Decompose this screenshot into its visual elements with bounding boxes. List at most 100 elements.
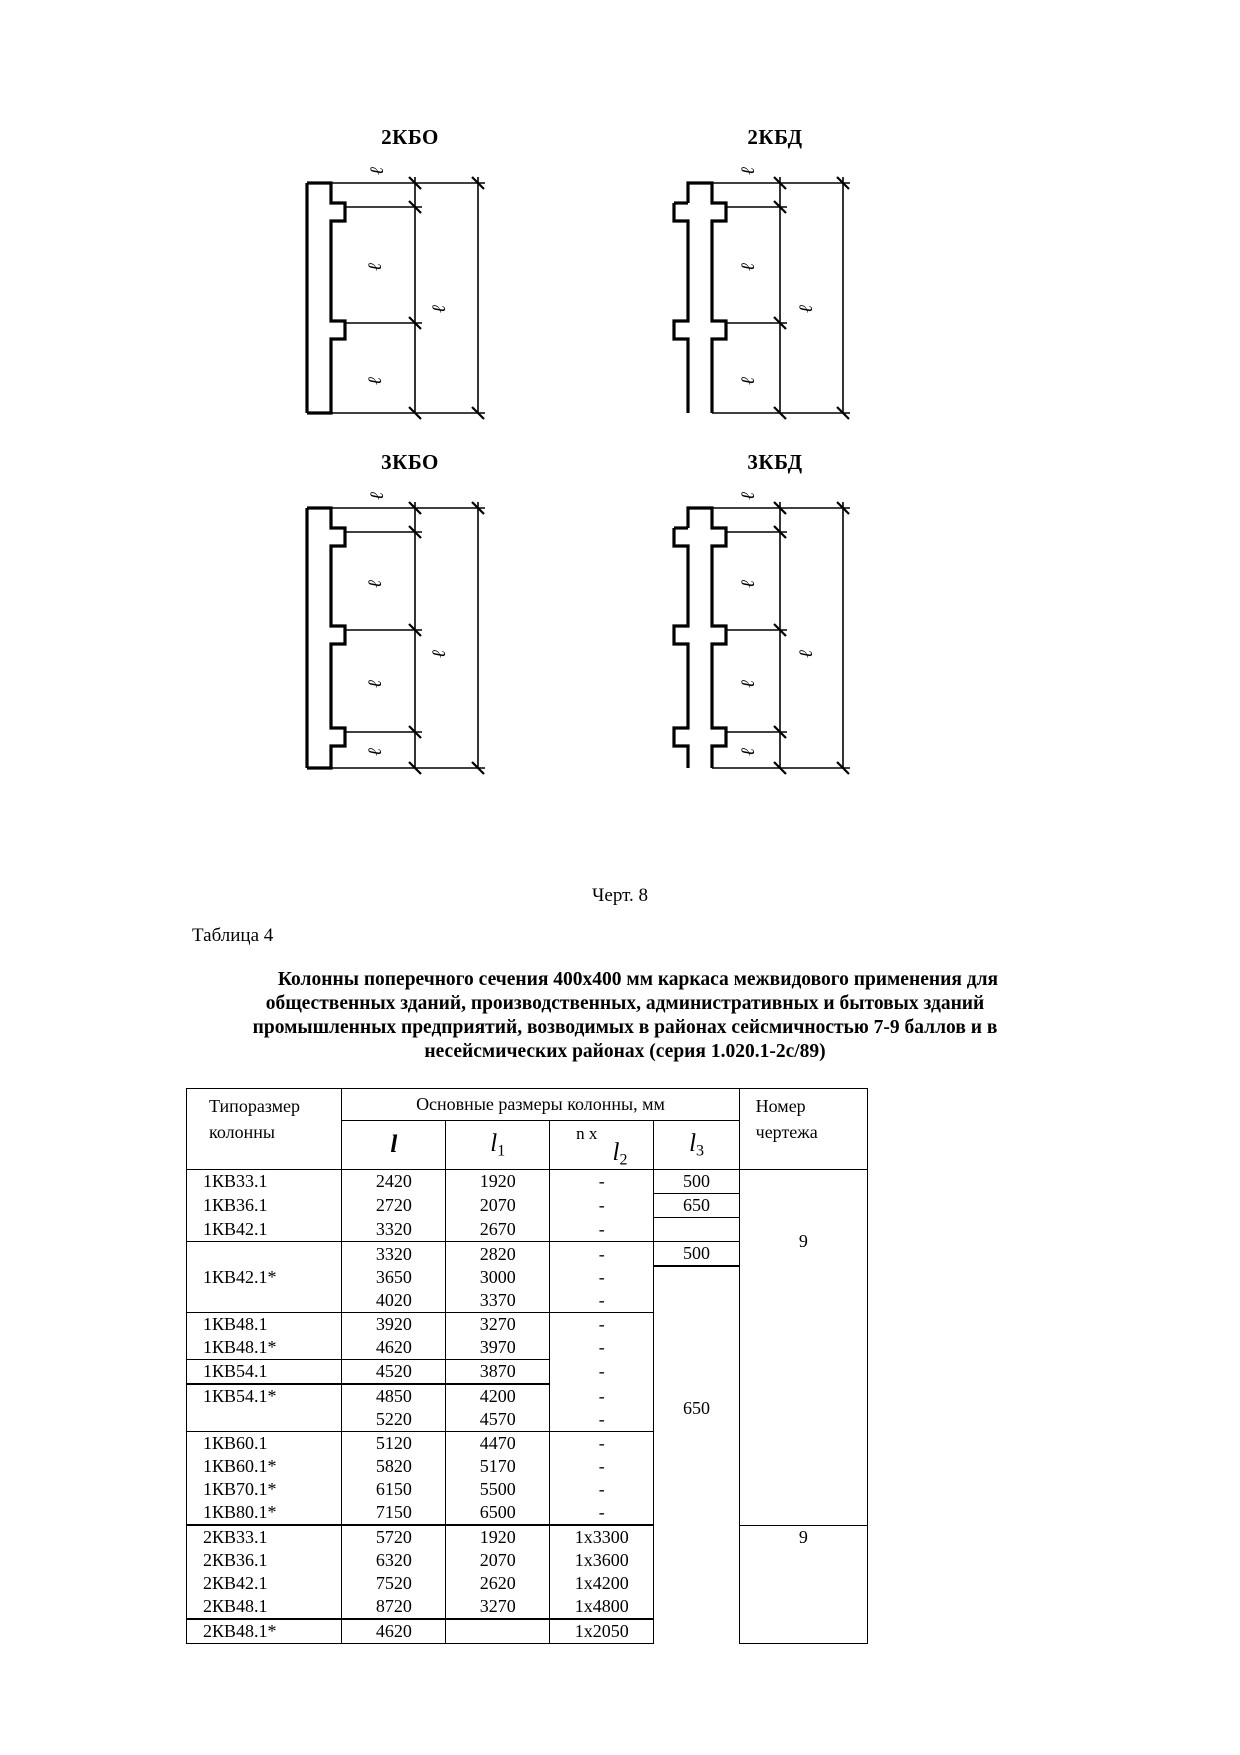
cell-l: 4620	[341, 1618, 447, 1644]
header-cell-typoразмер: Типоразмер колонны	[185, 1088, 343, 1170]
symbol-l3-sub: 3	[696, 1142, 705, 1160]
cell-nx: 1х4200	[549, 1572, 655, 1595]
symbol-l2: l	[612, 1138, 620, 1166]
table-row: 1КВ48.1 3920 3270 -	[185, 1312, 868, 1336]
cell-l: 7150	[341, 1501, 447, 1526]
cell-l: 5820	[341, 1455, 447, 1478]
cell-l1: 1920	[445, 1169, 551, 1194]
cell-l: 4520	[341, 1359, 447, 1385]
symbol-nx: n x	[576, 1123, 598, 1143]
table-header-row-1: Типоразмер колонны Основные размеры коло…	[185, 1087, 869, 1170]
header-cell-nomer: Номер чертежа	[738, 1088, 869, 1170]
table-row: 2КВ48.1 8720 3270 1х4800	[185, 1595, 868, 1620]
table-row: 1КВ36.1 2720 2070 - 650	[185, 1193, 868, 1218]
cell-l1: 5500	[445, 1478, 551, 1501]
cell-l1: 3370	[445, 1289, 551, 1313]
cell-name: 1КВ54.1	[185, 1359, 343, 1385]
dim-label-l2-upper: ℓ	[365, 580, 386, 588]
cell-l1: 4470	[445, 1431, 551, 1455]
figure-3kbo-drawing: ℓ ℓ ℓ ℓ ℓ	[305, 492, 485, 775]
cell-l1: 2620	[445, 1572, 551, 1595]
table-row: 1КВ70.1* 6150 5500 -	[185, 1478, 868, 1501]
cell-drawing-number-2: 9	[738, 1524, 869, 1644]
table-header-row-2: l l1 n x l2 l3	[187, 1120, 868, 1170]
cell-l1: 3870	[445, 1359, 551, 1385]
header-cell-l: l	[341, 1120, 447, 1170]
cell-nx: -	[549, 1336, 655, 1360]
table-row: 5220 4570 -	[187, 1408, 868, 1432]
table-row: 1КВ60.1 5120 4470 -	[185, 1431, 868, 1455]
cell-l1: 3970	[445, 1336, 551, 1360]
cell-l1: 4570	[445, 1408, 551, 1432]
cell-nx: 1х4800	[549, 1595, 655, 1620]
table-row: 1КВ60.1* 5820 5170 -	[185, 1455, 868, 1478]
table-row: 2КВ36.1 6320 2070 1х3600	[185, 1549, 868, 1572]
header-cell-l1: l1	[445, 1120, 551, 1170]
cell-l1: 4200	[445, 1383, 551, 1408]
figure-3kbo-title: 3КБО	[381, 450, 439, 474]
table-title: Колонны поперечного сечения 400х400 мм к…	[180, 968, 1070, 1064]
figure-8-block: 2КБО	[305, 125, 850, 906]
cell-nx: -	[549, 1359, 655, 1384]
header-nomer-line2: чертежа	[755, 1122, 818, 1142]
cell-name: 1КВ42.1	[185, 1217, 343, 1242]
header-nomer-line1: Номер	[755, 1096, 806, 1116]
dim-label-l3: ℓ	[367, 167, 388, 175]
cell-l: 6150	[341, 1478, 447, 1501]
dim-label-l: ℓ	[796, 305, 817, 313]
dim-label-l1: ℓ	[365, 748, 386, 756]
dim-label-l1: ℓ	[365, 377, 386, 385]
cell-l3: 650	[653, 1193, 740, 1218]
dim-label-l3: ℓ	[738, 167, 759, 175]
dim-label-l1: ℓ	[738, 377, 759, 385]
figure-3kbd-title: 3КБД	[747, 450, 803, 474]
cell-l: 7520	[341, 1572, 447, 1595]
cell-l1: 5170	[445, 1455, 551, 1478]
cell-name: 1КВ54.1*	[185, 1383, 343, 1432]
cell-l: 4020	[341, 1289, 447, 1313]
dim-label-l2-lower: ℓ	[365, 680, 386, 688]
table-label: Таблица 4	[192, 925, 274, 946]
dim-label-l2: ℓ	[738, 263, 759, 271]
cell-nx: -	[549, 1289, 655, 1313]
cell-name: 1КВ48.1	[185, 1312, 343, 1336]
dim-label-l3: ℓ	[738, 492, 759, 500]
figure-2kbo-drawing: ℓ ℓ ℓ ℓ	[305, 167, 485, 420]
table-title-line-4: несейсмических районах (серия 1.020.1-2с…	[424, 1041, 826, 1062]
cell-l: 3920	[341, 1312, 447, 1336]
header-cell-group: Основные размеры колонны, мм	[341, 1087, 740, 1122]
cell-l1: 2820	[445, 1241, 551, 1266]
figure-2kbo-title: 2КБО	[381, 125, 439, 149]
table-row: 4020 3370 -	[187, 1289, 868, 1313]
cell-l: 2420	[341, 1169, 447, 1194]
cell-nx: 1х3600	[549, 1549, 655, 1572]
cell-nx: -	[549, 1193, 655, 1218]
cell-nx: -	[549, 1408, 655, 1432]
table-row: 1КВ54.1 4520 3870 -	[185, 1359, 868, 1385]
cell-nx: 1х3300	[549, 1524, 655, 1549]
cell-l: 3320	[341, 1217, 447, 1242]
cell-l: 4620	[341, 1336, 447, 1360]
cell-nx: -	[549, 1384, 655, 1408]
cell-nx: -	[549, 1501, 655, 1526]
cell-name: 2КВ48.1	[185, 1595, 343, 1620]
cell-l: 5120	[341, 1431, 447, 1455]
symbol-l3: l	[689, 1129, 697, 1157]
dim-label-l: ℓ	[429, 305, 450, 313]
cell-nx: -	[549, 1478, 655, 1501]
table-title-line-1: Колонны поперечного сечения 400х400 мм к…	[277, 969, 999, 990]
symbol-l: l	[390, 1131, 398, 1159]
symbol-l2-sub: 2	[619, 1151, 628, 1169]
cell-l: 5720	[341, 1524, 447, 1549]
header-typoразмер-line2: колонны	[209, 1122, 275, 1142]
cell-name: 1КВ36.1	[185, 1193, 343, 1218]
cell-name: 2КВ36.1	[185, 1549, 343, 1572]
header-cell-l3: l3	[653, 1120, 740, 1170]
dim-label-l3: ℓ	[367, 492, 388, 500]
cell-name: 1КВ60.1	[185, 1431, 343, 1455]
cell-l3: 650	[653, 1265, 740, 1549]
table-title-line-3: промышленных предприятий, возводимых в р…	[252, 1017, 998, 1038]
dim-label-l2-upper: ℓ	[738, 580, 759, 588]
cell-nx: -	[549, 1431, 655, 1455]
cell-l1: 1920	[445, 1524, 551, 1549]
